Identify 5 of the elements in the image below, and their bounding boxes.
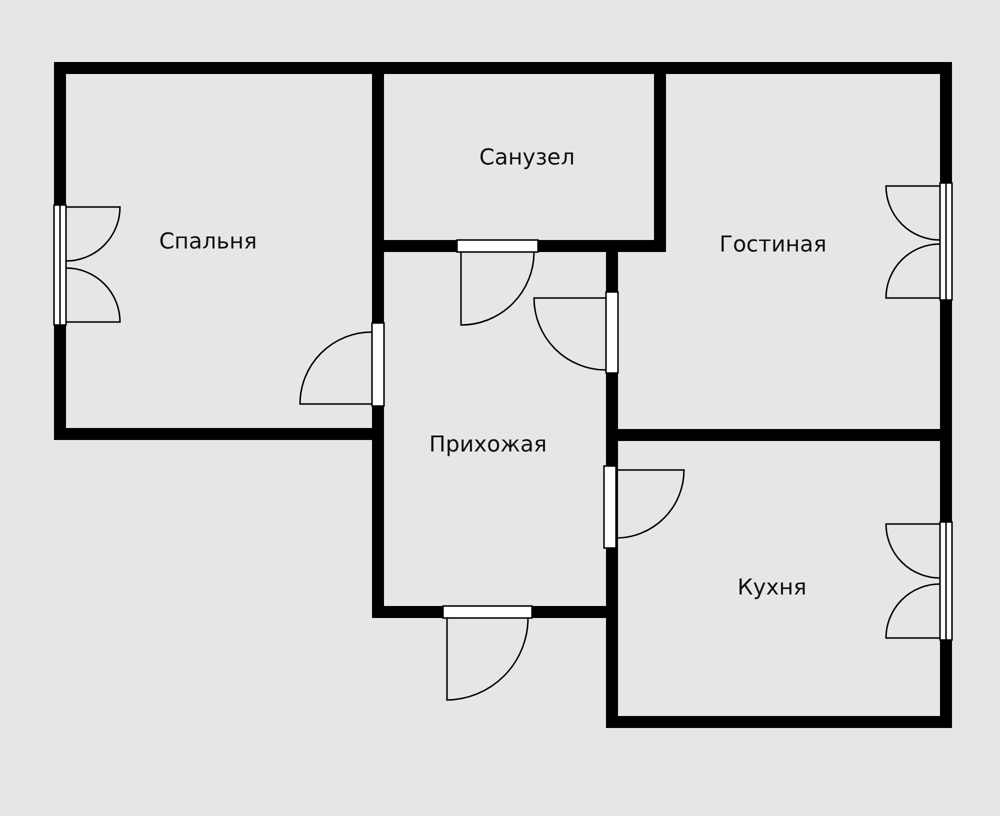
- room-name: Гостиная: [719, 232, 827, 258]
- room-name: Прихожая: [429, 432, 547, 458]
- room-name: Спальня: [159, 230, 257, 254]
- room-name: Кухня: [737, 576, 807, 600]
- room-name: Санузел: [479, 146, 575, 170]
